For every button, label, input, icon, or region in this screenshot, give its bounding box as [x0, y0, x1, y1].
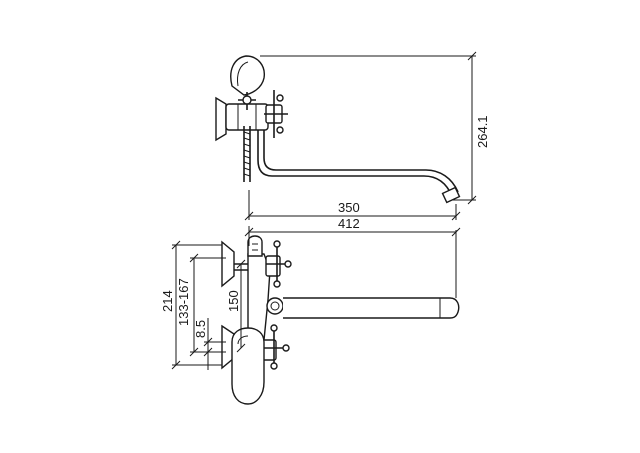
front-top-handle-icon: [265, 240, 292, 288]
dimension-133-167: 133-167: [176, 253, 226, 357]
dim-side-height: 214: [160, 290, 175, 312]
dimension-350: 350: [244, 190, 461, 221]
dimension-150: 150: [226, 259, 246, 353]
dimension-8-5: 8.5: [193, 318, 226, 370]
top-left-handle-icon: [238, 92, 256, 110]
front-bottom-handle-icon: [261, 324, 290, 370]
dim-top-height: 264.1: [475, 115, 490, 148]
dim-side-range: 133-167: [176, 278, 191, 326]
dim-top-width: 350: [338, 200, 360, 215]
dimension-412: 412: [244, 216, 461, 298]
top-right-handle-icon: [264, 90, 288, 138]
top-view-faucet: [215, 55, 461, 204]
dim-overall-width: 412: [338, 216, 360, 231]
front-view-faucet: [221, 235, 460, 405]
dim-side-offset: 8.5: [193, 320, 208, 338]
dimension-264-1: 264.1: [260, 51, 490, 205]
dimension-214: 214: [160, 240, 222, 370]
dim-side-center: 150: [226, 290, 241, 312]
